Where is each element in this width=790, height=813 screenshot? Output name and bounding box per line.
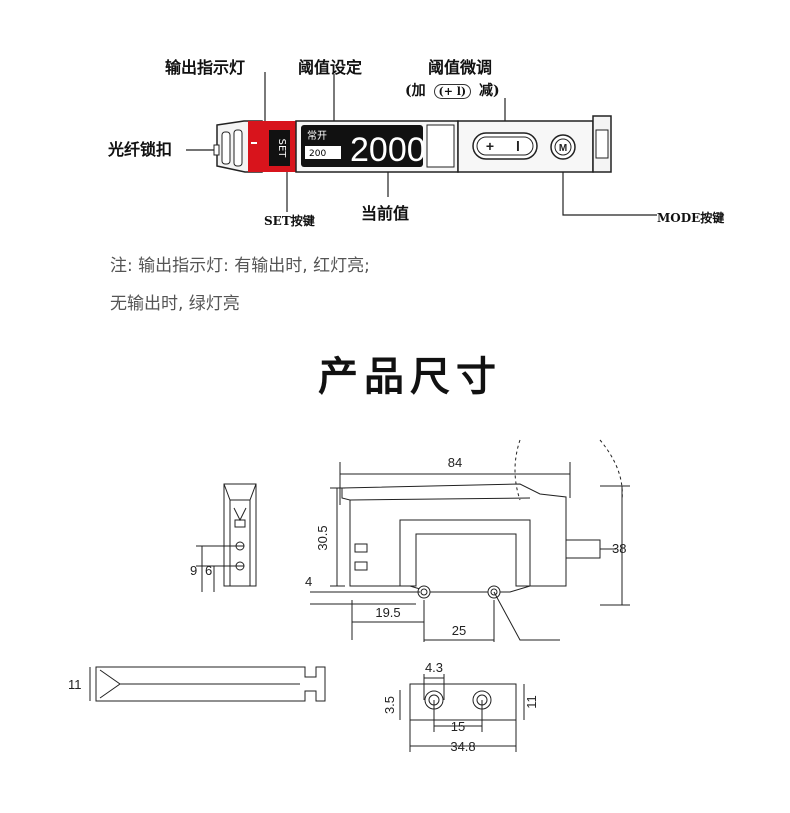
note-line-2: 无输出时, 绿灯亮 (110, 294, 240, 314)
fine-tune-hint-symbol: (+ l) (433, 84, 472, 99)
dim-thickness: 11 (68, 677, 82, 692)
label-mode-key: MODE按键 (657, 211, 725, 225)
dim-bottom-height: 3.5 (382, 696, 397, 714)
set-button-label: SET (276, 139, 287, 159)
label-fine-tune-hint: (加 (+ l) 减) (405, 80, 500, 100)
dim-bottom-hole: 4.3 (425, 660, 443, 675)
lcd-current-value: 2000 (350, 131, 426, 169)
fine-tune-hint-left: (加 (405, 83, 426, 99)
dim-bottom-length: 34.8 (450, 739, 475, 754)
lcd-mode-label: 常开 (307, 129, 327, 142)
label-fiber-lock: 光纤锁扣 (108, 140, 173, 159)
label-set-key: SET按键 (264, 214, 315, 228)
set-button[interactable] (269, 130, 290, 166)
dim-length: 84 (448, 455, 462, 470)
dim-bottom-thickness: 11 (524, 695, 539, 709)
dim-hole-offset: 19.5 (375, 605, 400, 620)
leader-mode-key (562, 168, 657, 216)
mode-button-label: M (559, 143, 567, 154)
minus-icon: l (516, 138, 520, 154)
dim-height: 30.5 (315, 525, 330, 550)
dim-hole-pitch: 25 (452, 623, 466, 638)
lcd-threshold-value: 200 (309, 149, 326, 159)
label-current-value: 当前值 (361, 204, 410, 223)
dim-depth: 38 (612, 541, 626, 556)
dim-side-a: 9 (190, 563, 197, 578)
dim-side-b: 6 (205, 563, 212, 578)
dim-bottom-pitch: 15 (451, 719, 465, 734)
label-threshold-setting: 阈值设定 (298, 58, 363, 77)
label-fine-tune: 阈值微调 (428, 58, 493, 77)
section-title: 产品尺寸 (318, 354, 502, 400)
plus-icon: + (486, 138, 494, 154)
note-line-1: 注: 输出指示灯: 有输出时, 红灯亮; (110, 256, 370, 276)
fine-tune-hint-right: 减) (479, 83, 500, 99)
dim-base-offset: 4 (305, 574, 312, 589)
label-output-indicator: 输出指示灯 (165, 58, 246, 77)
sensor-body: SET 常开 200 2000 + l M (213, 115, 612, 173)
